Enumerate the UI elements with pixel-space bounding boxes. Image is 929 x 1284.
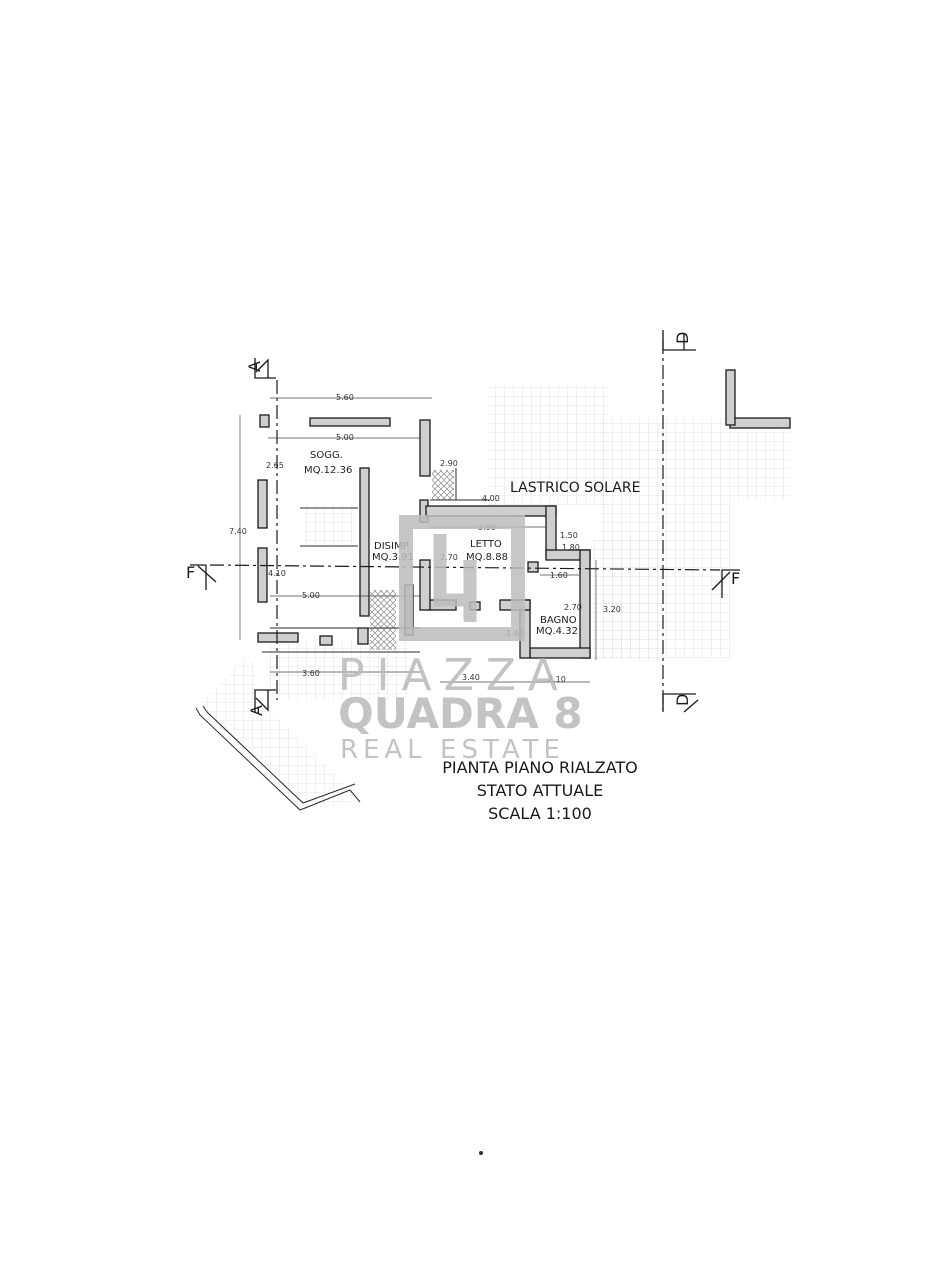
dim-3-20: 3.20 [603, 605, 621, 614]
section-mark-d-bottom: D [673, 694, 692, 706]
section-markers [190, 330, 740, 713]
dim-1-60: 1.60 [550, 571, 568, 580]
dim-3-40: 3.40 [462, 673, 480, 682]
dim-1-50: 1.50 [560, 531, 578, 540]
title-line-2: STATO ATTUALE [476, 781, 604, 800]
dim-4-00: 4.00 [482, 494, 500, 503]
watermark-line3: REAL ESTATE [340, 735, 565, 765]
title-line-3: SCALA 1:100 [488, 804, 592, 823]
lastrico-solare-label: LASTRICO SOLARE [510, 480, 640, 496]
dim-2-70-bagno: 2.70 [564, 603, 582, 612]
room-soggiorno-area: MQ.12.36 [304, 465, 352, 476]
watermark-logo-mark [433, 534, 477, 622]
dim-2-10: 2.10 [548, 675, 566, 684]
terrace-grid [200, 385, 790, 810]
room-soggiorno-name: SOGG. [310, 450, 343, 461]
dimension-lines [239, 397, 597, 683]
section-mark-a-bottom: A [247, 705, 266, 716]
room-letto-area: MQ.8.88 [466, 552, 508, 563]
dim-3-60: 3.60 [302, 669, 320, 678]
dim-5-00-top: 5.00 [336, 433, 354, 442]
watermark-logo-icon [399, 515, 525, 641]
title-block: PIANTA PIANO RIALZATO STATO ATTUALE SCAL… [400, 756, 680, 825]
dim-5-00-bottom: 5.00 [302, 591, 320, 600]
dim-5-60: 5.60 [336, 393, 354, 402]
stair-hatch [370, 590, 396, 650]
watermark: PIAZZA QUADRA 8 REAL ESTATE [338, 515, 583, 765]
dim-2-70-letto: 2.70 [440, 553, 458, 562]
watermark-line1: PIAZZA [338, 650, 570, 701]
room-bagno-area: MQ.4.32 [536, 626, 578, 637]
outline-lines [195, 468, 490, 811]
section-mark-f-right: F [731, 569, 740, 588]
scan-speck [479, 1151, 483, 1155]
dim-7-40: 7.40 [229, 527, 247, 536]
room-bagno-name: BAGNO [540, 615, 577, 626]
stair-hatch-upper [432, 470, 454, 500]
watermark-line2: QUADRA 8 [338, 689, 583, 738]
room-disimpegno-name: DISIMP. [374, 541, 410, 552]
section-mark-f-left: F [186, 563, 195, 582]
section-mark-a-top: A [245, 361, 264, 372]
dim-1-80: 1.80 [562, 543, 580, 552]
dim-4-10: 4.10 [268, 569, 286, 578]
room-disimpegno-area: MQ.3.91 [372, 552, 414, 563]
title-line-1: PIANTA PIANO RIALZATO [442, 758, 638, 777]
dim-2-65: 2.65 [266, 461, 284, 470]
section-mark-d-top: D [673, 332, 692, 344]
room-letto-name: LETTO [470, 539, 502, 550]
dim-2-90: 2.90 [440, 459, 458, 468]
